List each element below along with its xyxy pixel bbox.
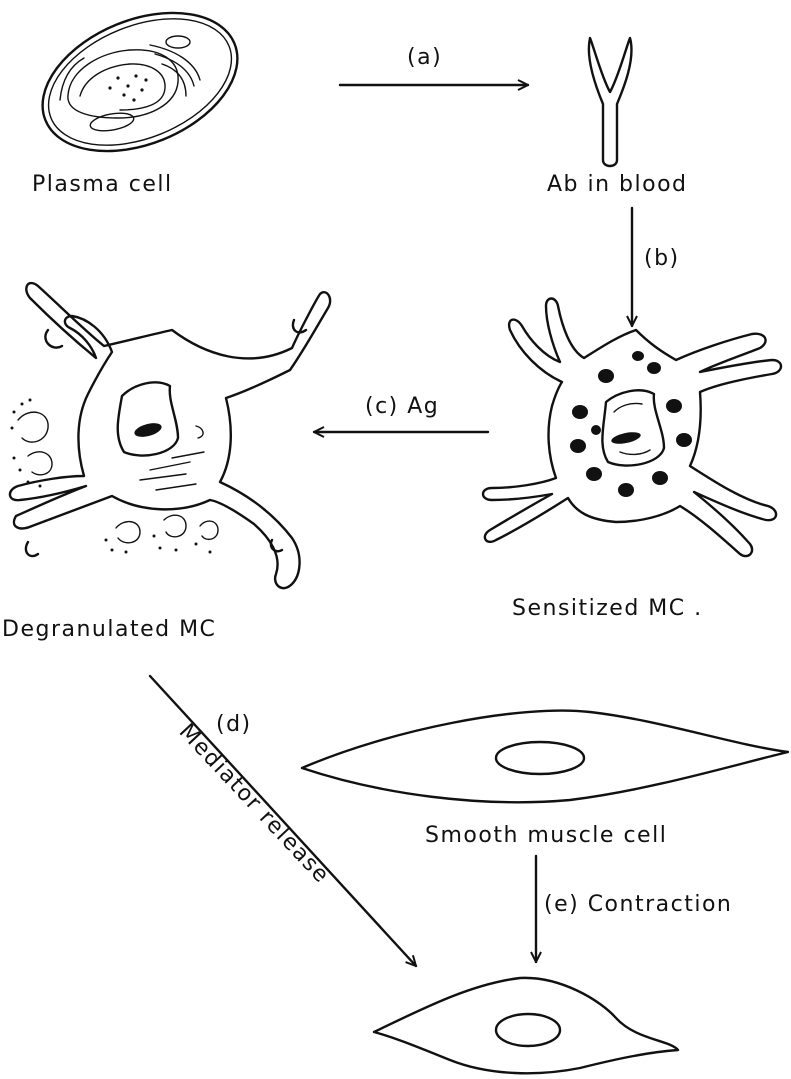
step-d-label: (d): [216, 712, 252, 737]
plasma-cell-drawing: [22, 0, 258, 178]
plasma-cell-label: Plasma cell: [32, 172, 173, 197]
antibody-drawing: [589, 38, 632, 166]
step-e-label: (e) Contraction: [544, 892, 732, 917]
degranulated-mc-label: Degranulated MC: [2, 617, 216, 642]
smooth-muscle-cell-drawing: [302, 711, 788, 803]
contracted-muscle-cell-drawing: [374, 978, 678, 1073]
step-a-label: (a): [407, 45, 442, 70]
sensitized-mc-drawing: [483, 299, 781, 557]
smooth-muscle-cell-label: Smooth muscle cell: [425, 823, 667, 848]
step-b-label: (b): [644, 246, 680, 271]
degranulated-mc-drawing: [10, 283, 330, 588]
sensitized-mc-label: Sensitized MC .: [512, 596, 703, 621]
step-c-label: (c) Ag: [365, 394, 439, 419]
antibody-label: Ab in blood: [547, 172, 688, 197]
